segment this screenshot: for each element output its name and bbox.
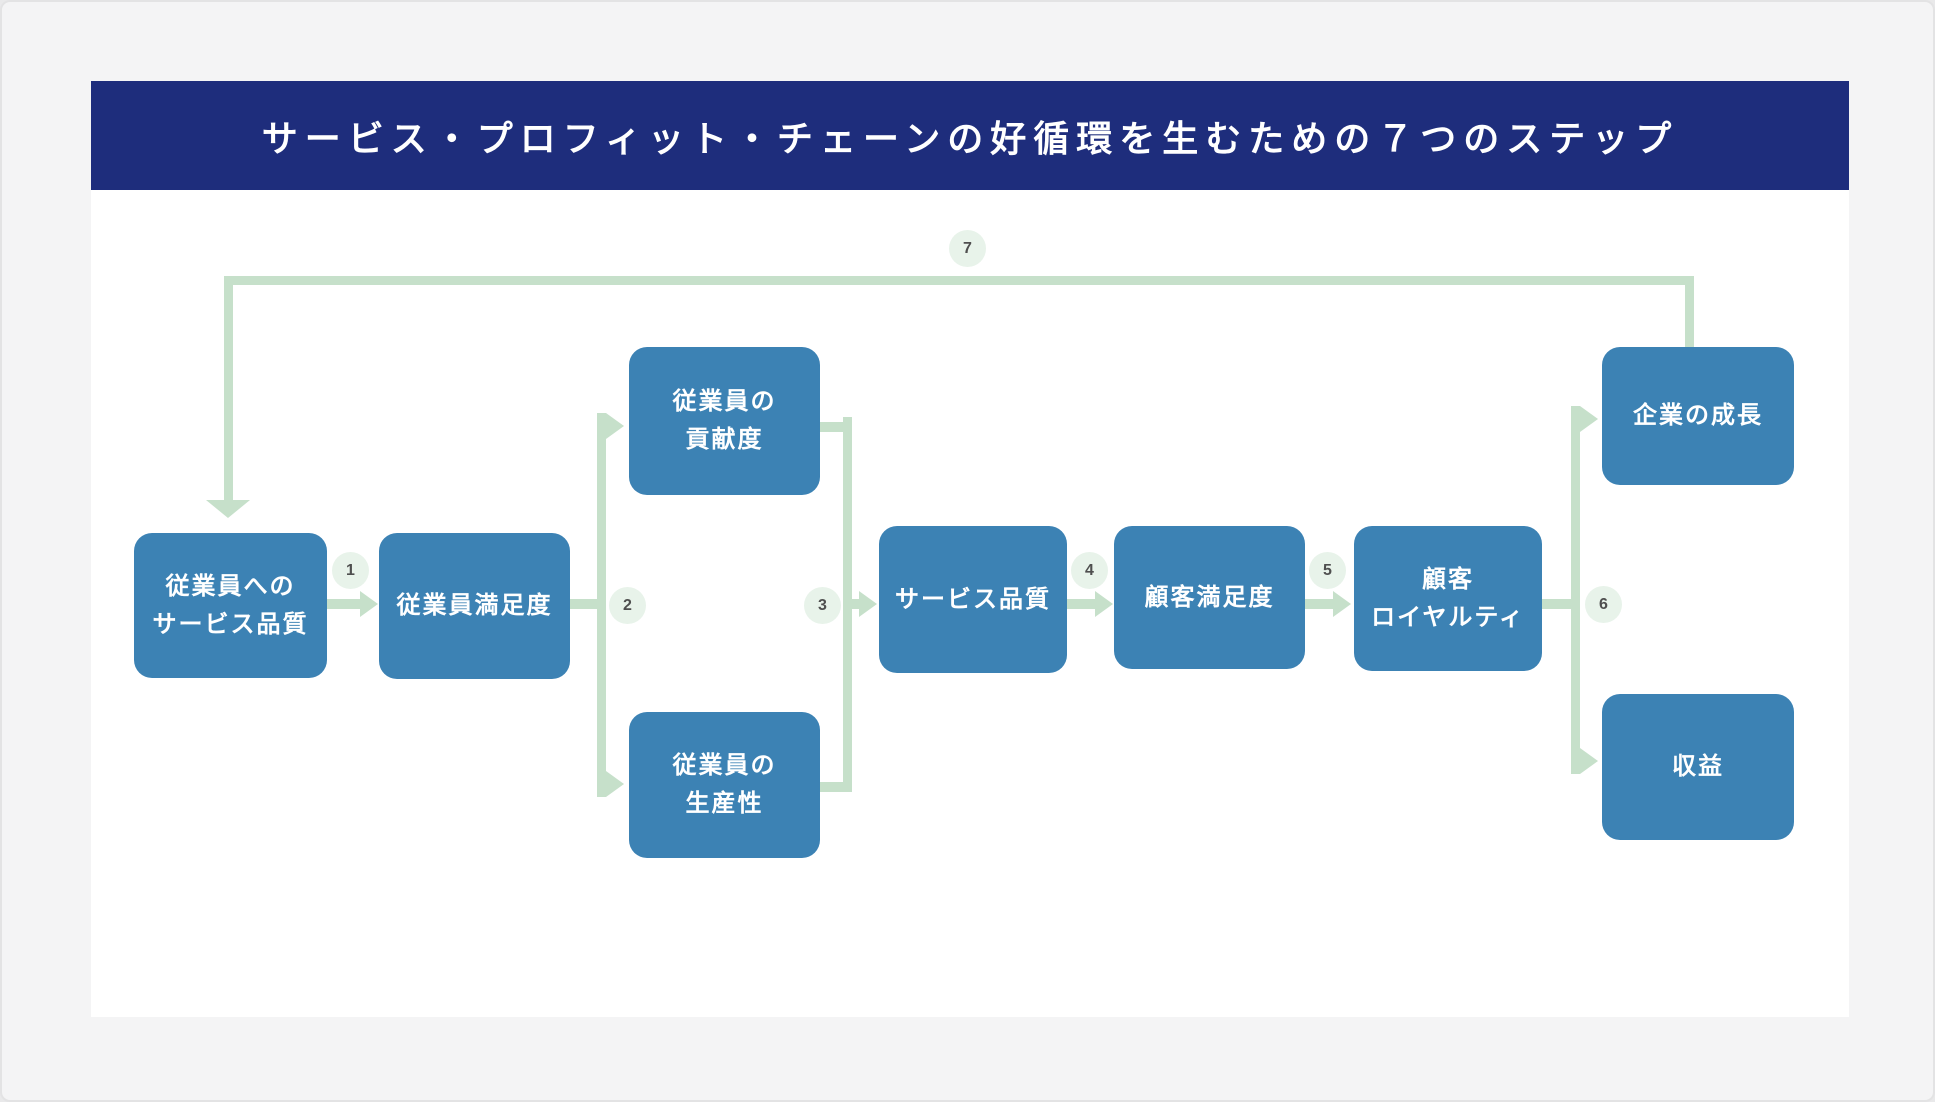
connector-step3-vertical (843, 417, 852, 792)
step-badge-3: 3 (804, 587, 841, 624)
arrowhead-into-service-quality (859, 591, 877, 617)
connector-step3-stub-bottom (820, 782, 852, 792)
arrowhead-into-company-growth (1580, 406, 1598, 432)
step-badge-4: 4 (1071, 552, 1108, 589)
arrowhead-into-employee-productivity (606, 771, 624, 797)
arrowhead-into-employee-contribution (606, 413, 624, 439)
node-label: 顧客満足度 (1144, 583, 1275, 611)
connector-step3-stub-top (820, 422, 852, 432)
arrowhead-into-revenue (1580, 748, 1598, 774)
node-label: 貢献度 (685, 426, 764, 453)
node-employee-satisfaction: 従業員満足度 (379, 533, 570, 679)
node-customer-satisfaction: 顧客満足度 (1114, 526, 1305, 669)
connector-step3 (852, 599, 859, 609)
connector-step6-stub (1542, 599, 1580, 609)
node-service-quality: サービス品質 (879, 526, 1067, 673)
node-label: サービス品質 (152, 610, 309, 638)
arrowhead-into-customer-satisfaction (1095, 591, 1113, 617)
title-banner: サービス・プロフィット・チェーンの好循環を生むための７つのステップ (91, 81, 1849, 190)
node-label: 従業員の (672, 388, 777, 415)
connector-loop-right (1685, 276, 1694, 348)
arrowhead-into-employee-satisfaction (360, 591, 378, 617)
node-employee-productivity: 従業員の 生産性 (629, 712, 820, 858)
node-employee-contribution: 従業員の 貢献度 (629, 347, 820, 495)
page-title: サービス・プロフィット・チェーンの好循環を生むための７つのステップ (261, 117, 1679, 159)
connector-step2-stub (570, 599, 606, 609)
node-label: 企業の成長 (1633, 402, 1763, 429)
step-badge-1: 1 (332, 552, 369, 589)
node-company-growth: 企業の成長 (1602, 347, 1794, 485)
connector-loop-left (224, 276, 233, 502)
node-label: 従業員への (165, 572, 296, 600)
node-label: ロイヤルティ (1371, 603, 1525, 631)
node-label: 顧客 (1422, 565, 1474, 593)
arrowhead-into-employee-service-quality (206, 500, 250, 518)
step-badge-7: 7 (949, 230, 986, 267)
connector-step6-vertical (1571, 406, 1580, 774)
step-badge-6: 6 (1585, 586, 1622, 623)
node-employee-service-quality: 従業員への サービス品質 (134, 533, 327, 678)
connector-step5 (1305, 599, 1333, 609)
node-revenue: 収益 (1602, 694, 1794, 840)
node-label: サービス品質 (895, 585, 1051, 613)
step-badge-5: 5 (1309, 552, 1346, 589)
connector-step1 (327, 599, 360, 609)
arrowhead-into-customer-loyalty (1333, 591, 1351, 617)
connector-step2-vertical (597, 413, 606, 797)
step-badge-2: 2 (609, 587, 646, 624)
node-label: 従業員満足度 (396, 592, 553, 619)
connector-step4 (1067, 599, 1095, 609)
node-label: 従業員の (672, 752, 777, 779)
node-label: 生産性 (685, 790, 764, 817)
node-label: 収益 (1672, 753, 1724, 780)
connector-loop-top (224, 276, 1694, 285)
node-customer-loyalty: 顧客 ロイヤルティ (1354, 526, 1542, 671)
